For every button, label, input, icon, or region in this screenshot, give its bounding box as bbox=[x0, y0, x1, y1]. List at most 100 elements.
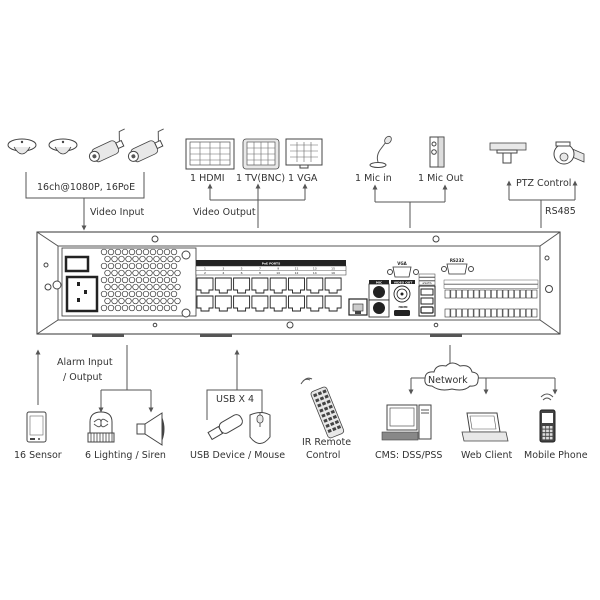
poe-port bbox=[214, 295, 232, 312]
video-input-spec: 16ch@1080P, 16PoE bbox=[37, 182, 135, 193]
usb-group: USB X 4 USB Device / Mouse bbox=[190, 349, 285, 461]
vent-hole bbox=[125, 297, 132, 305]
poe-port bbox=[306, 277, 324, 294]
sensor-label: 16 Sensor bbox=[14, 450, 62, 461]
vent-hole bbox=[156, 276, 164, 284]
poe-port bbox=[288, 295, 305, 312]
vent-hole bbox=[128, 262, 136, 270]
alarm-terminal bbox=[491, 308, 497, 318]
power-socket bbox=[65, 275, 99, 313]
vent-hole bbox=[111, 297, 118, 305]
poe-port-number: 3 bbox=[222, 267, 224, 271]
vent-hole bbox=[125, 269, 132, 277]
vent-hole bbox=[163, 248, 171, 256]
microphone-icon bbox=[369, 135, 392, 168]
audio-mic-in: 1 Mic in bbox=[355, 173, 392, 184]
remote-button bbox=[326, 399, 331, 404]
vent-hole bbox=[121, 290, 129, 298]
poe-port-number: 14 bbox=[313, 271, 317, 275]
vent-hole bbox=[121, 304, 129, 312]
alarm-terminal bbox=[467, 289, 474, 299]
vent-hole bbox=[139, 255, 146, 263]
alarm-label-line1: Alarm Input bbox=[57, 357, 113, 368]
vent-hole bbox=[114, 262, 122, 270]
vent-hole bbox=[174, 297, 181, 305]
poe-port bbox=[269, 295, 287, 312]
phone-key bbox=[542, 429, 546, 433]
vent-hole bbox=[139, 283, 146, 291]
vent-hole bbox=[142, 304, 150, 312]
alarm-terminal bbox=[485, 289, 491, 299]
vga-label: VGA bbox=[397, 261, 407, 266]
esata-port bbox=[420, 306, 434, 314]
vent-hole bbox=[132, 255, 139, 263]
remote-button bbox=[321, 413, 326, 418]
poe-port-number: 4 bbox=[222, 271, 224, 275]
poe-port-number: 11 bbox=[295, 267, 299, 271]
phone-key bbox=[546, 426, 549, 429]
vent-hole bbox=[153, 255, 160, 263]
hdmi-monitor-icon bbox=[185, 138, 235, 170]
alarm-terminal bbox=[514, 289, 520, 299]
alarm-terminal bbox=[485, 308, 491, 318]
poe-port-number: 2 bbox=[204, 271, 206, 275]
video-output-label: Video Output bbox=[193, 207, 256, 218]
video-input-label: Video Input bbox=[90, 207, 145, 218]
vent-hole bbox=[167, 269, 174, 277]
alarm-terminal bbox=[450, 308, 457, 318]
vent-hole bbox=[107, 248, 115, 256]
vent-hole bbox=[174, 283, 181, 291]
remote-button bbox=[327, 428, 332, 433]
mobile-phone-icon bbox=[539, 393, 556, 443]
alarm-terminal bbox=[520, 289, 526, 299]
vent-hole bbox=[149, 276, 157, 284]
vent-hole bbox=[125, 255, 132, 263]
poe-port bbox=[324, 295, 342, 312]
client-cms: CMS: DSS/PSS bbox=[375, 450, 442, 461]
remote-button bbox=[324, 394, 329, 399]
alarm-terminal bbox=[444, 308, 451, 318]
remote-button bbox=[336, 425, 342, 430]
phone-key bbox=[549, 429, 553, 433]
vent-hole bbox=[167, 255, 174, 263]
phone-key bbox=[549, 433, 553, 436]
vent-hole bbox=[107, 304, 115, 312]
video-out-label: VIDEO OUT bbox=[394, 280, 414, 284]
ir-remote-group: IR Remote Control bbox=[300, 377, 351, 461]
vga-port: VGA bbox=[387, 261, 419, 278]
power-switch[interactable] bbox=[64, 255, 90, 273]
poe-port-number: 13 bbox=[313, 267, 317, 271]
vent-hole bbox=[167, 283, 174, 291]
alarm-terminal bbox=[479, 308, 486, 318]
remote-button bbox=[321, 401, 327, 406]
poe-port-number: 16 bbox=[331, 271, 335, 275]
vent-hole bbox=[128, 290, 136, 298]
network-group: Network CMS: DSS/PSS Web Client Mobile P bbox=[375, 345, 588, 461]
vent-hole bbox=[135, 276, 143, 284]
sensor-icon bbox=[26, 411, 47, 443]
remote-button bbox=[317, 391, 323, 396]
vent-hole bbox=[132, 269, 139, 277]
vent-hole bbox=[107, 262, 115, 270]
vent-hole bbox=[146, 297, 153, 305]
bullet-camera-icon bbox=[127, 128, 164, 163]
network-label: Network bbox=[428, 375, 468, 386]
esata-label: eSATA bbox=[422, 281, 432, 285]
speed-dome-icon bbox=[553, 141, 585, 165]
usb-port bbox=[420, 297, 434, 305]
vent-hole bbox=[100, 290, 108, 298]
ir-remote-icon bbox=[310, 386, 345, 439]
vent-hole bbox=[170, 262, 178, 270]
vent-hole bbox=[153, 283, 160, 291]
siren-icon bbox=[136, 412, 165, 446]
remote-button bbox=[317, 403, 322, 408]
vent-hole bbox=[121, 262, 129, 270]
vent-hole bbox=[156, 290, 164, 298]
alarm-light-icon bbox=[87, 411, 115, 443]
vent-hole bbox=[170, 248, 178, 256]
vent-hole bbox=[104, 255, 111, 263]
vent-hole bbox=[118, 255, 125, 263]
